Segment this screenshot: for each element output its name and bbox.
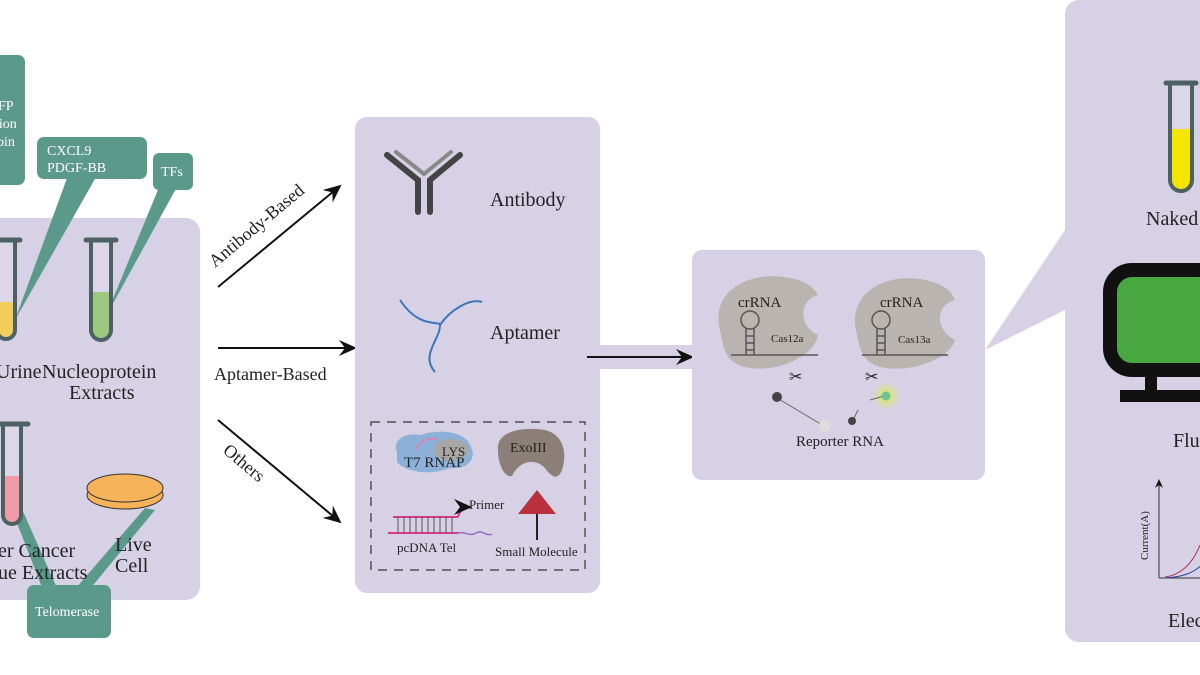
svg-text:CXCL9: CXCL9 [47, 144, 91, 159]
svg-text:Cas12a: Cas12a [771, 333, 804, 345]
antibody-icon [384, 150, 463, 215]
callout-tfs: TFs [153, 153, 193, 190]
svg-text:TFs: TFs [161, 165, 183, 180]
petri-dish [86, 473, 164, 510]
others-box [370, 421, 586, 571]
svg-text:FP: FP [0, 99, 14, 114]
antibody-label: Antibody [490, 189, 566, 211]
others-arrow [217, 419, 342, 524]
live-cell-label-2: Cell [115, 555, 149, 577]
nucleoprotein-tube [83, 237, 119, 342]
naked-eye-tube-icon [1163, 80, 1199, 193]
monitor-icon [1103, 263, 1200, 402]
urine-tube [0, 237, 23, 341]
tissue-label-2: ue Extracts [0, 562, 88, 584]
callout-top-left: FP tion bin [0, 55, 25, 185]
svg-text:pcDNA Tel: pcDNA Tel [397, 540, 457, 555]
t7-rnap-icon: LYS T7 RNAP [395, 431, 473, 473]
small-molecule-icon: Small Molecule [495, 490, 578, 559]
cas12a-icon: crRNA Cas12a [718, 276, 818, 369]
svg-text:ExoIII: ExoIII [510, 441, 547, 456]
antibody-arrow [217, 184, 342, 288]
callout-tail [15, 170, 100, 320]
tissue-label: er Cancer [0, 540, 76, 562]
exoiii-icon: ExoIII [497, 428, 565, 477]
reporter-rna-label: Reporter RNA [796, 434, 884, 450]
callout-cxcl9: CXCL9 PDGF-BB [37, 137, 147, 179]
svg-text:crRNA: crRNA [880, 295, 923, 311]
naked-eye-label: Naked [1146, 208, 1198, 230]
svg-text:PDGF-BB: PDGF-BB [47, 161, 106, 176]
readout-wedge [985, 215, 1075, 350]
svg-text:Telomerase: Telomerase [35, 605, 99, 620]
svg-text:Primer: Primer [469, 497, 505, 512]
svg-text:T7 RNAP: T7 RNAP [404, 455, 464, 471]
recognition-panel: Antibody Aptamer LYS T7 RNAP ExoIII Prim… [355, 117, 600, 593]
tissue-tube [0, 421, 31, 526]
urine-label: Urine [0, 361, 42, 383]
svg-text:Small Molecule: Small Molecule [495, 544, 578, 559]
crispr-panel: crRNA Cas12a crRNA Cas13a ✂ ✂ Reporter R… [692, 250, 985, 480]
callout-telomerase: Telomerase [27, 585, 111, 638]
cas13a-icon: crRNA Cas13a [855, 278, 955, 369]
svg-text:LYS: LYS [442, 444, 465, 459]
pcdna-primer-icon: Primer pcDNA Tel [388, 497, 505, 555]
scissors-icon: ✂ [865, 369, 878, 386]
svg-text:tion: tion [0, 117, 17, 132]
current-plot: Current(A) [1139, 479, 1200, 579]
reporter-rna-icon [772, 382, 900, 432]
nucleoprotein-label: Nucleoprotein [42, 361, 156, 383]
aptamer-based-label: Aptamer-Based [214, 364, 327, 384]
readout-panel: Naked Flu Current(A) Elec [1065, 0, 1200, 642]
live-cell-label: Live [115, 534, 152, 556]
svg-text:crRNA: crRNA [738, 295, 781, 311]
callout-tail [70, 508, 155, 595]
fluorescence-label: Flu [1173, 430, 1200, 452]
callout-tail [105, 185, 178, 318]
svg-text:Cas13a: Cas13a [898, 334, 931, 346]
aptamer-icon [399, 299, 483, 373]
electrochemical-label: Elec [1168, 610, 1200, 632]
svg-text:bin: bin [0, 135, 15, 150]
aptamer-label: Aptamer [490, 322, 560, 344]
others-label: Others [219, 440, 269, 486]
sample-panel: Urine Nucleoprotein Extracts er Cancer u… [0, 170, 200, 600]
current-axis-label: Current(A) [1139, 511, 1151, 560]
callout-tail [8, 500, 60, 595]
scissors-icon: ✂ [789, 369, 802, 386]
nucleoprotein-label-2: Extracts [69, 382, 135, 404]
